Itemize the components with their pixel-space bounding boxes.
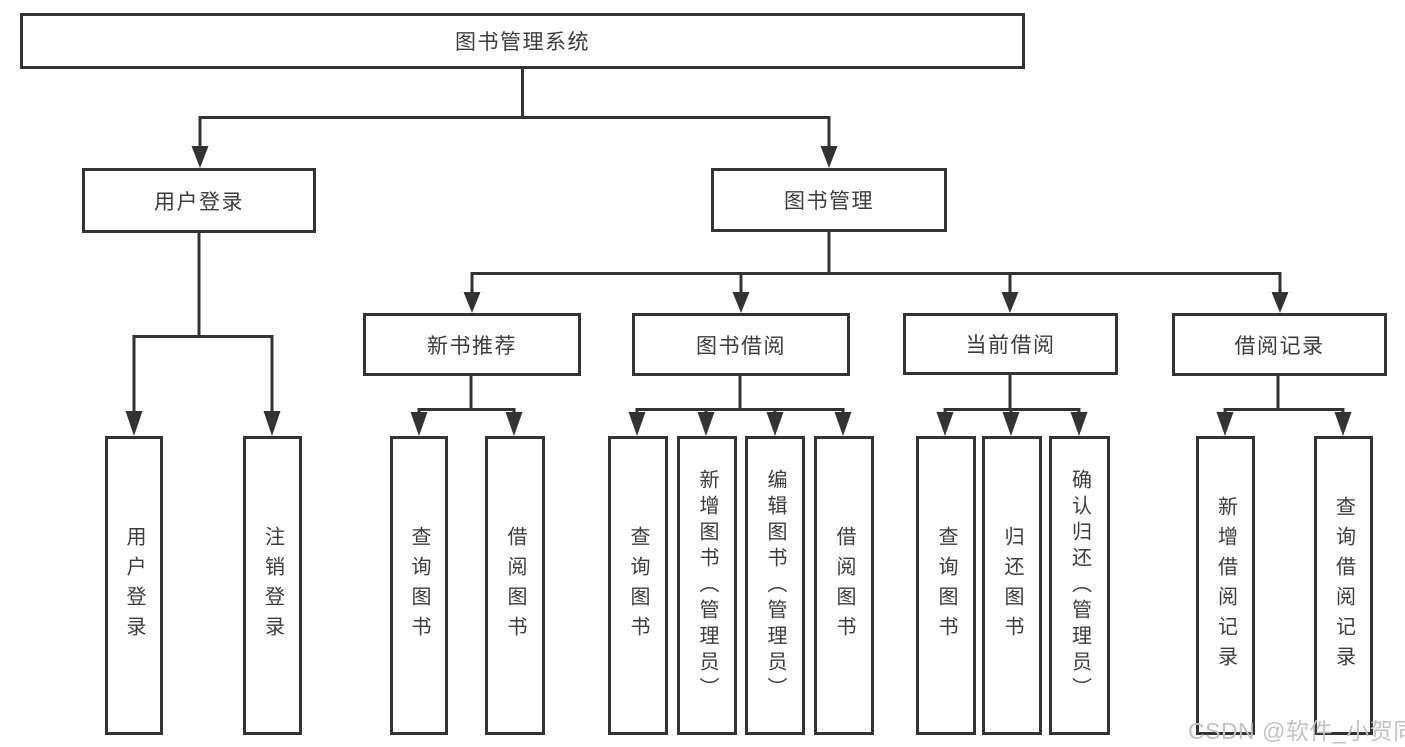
node-user-login-branch-label: 用户登录 <box>154 190 244 214</box>
connector-management-to-level3 <box>470 232 1282 294</box>
leaf-borrow-books-borrow-label: 借阅图书 <box>833 525 855 646</box>
leaf-query-books-current: 查询图书 <box>916 436 976 735</box>
leaf-add-books-admin-label: 新增图书（管理员） <box>696 468 718 703</box>
leaf-user-login: 用户登录 <box>105 436 163 735</box>
leaf-return-books: 归还图书 <box>982 436 1042 735</box>
leaf-query-books-recommend: 查询图书 <box>390 436 448 735</box>
leaf-confirm-return-admin-label: 确认归还（管理员） <box>1068 468 1091 703</box>
node-current-borrow: 当前借阅 <box>903 313 1118 375</box>
node-book-management: 图书管理 <box>711 168 947 232</box>
node-book-management-label: 图书管理 <box>784 190 874 213</box>
leaf-query-borrow-record: 查询借阅记录 <box>1314 436 1373 735</box>
leaf-add-books-admin: 新增图书（管理员） <box>677 436 737 735</box>
arrowheads-leaves <box>125 411 1352 436</box>
leaf-confirm-return-admin: 确认归还（管理员） <box>1049 436 1110 735</box>
watermark-text: CSDN @软件_小贺同学 <box>1188 718 1405 744</box>
connector-root-to-level2 <box>198 69 831 147</box>
node-borrow-records-label: 借阅记录 <box>1234 334 1325 358</box>
leaf-borrow-books-recommend-label: 借阅图书 <box>504 525 526 646</box>
node-borrow-records: 借阅记录 <box>1172 313 1387 376</box>
leaf-edit-books-admin-label: 编辑图书（管理员） <box>764 468 786 703</box>
leaf-logout-login: 注销登录 <box>243 436 302 735</box>
connector-current-to-leaves <box>943 375 1081 412</box>
node-user-login-branch: 用户登录 <box>82 168 316 233</box>
leaf-query-books-borrow-label: 查询图书 <box>627 525 649 646</box>
leaf-borrow-books-borrow: 借阅图书 <box>814 436 874 735</box>
leaf-query-books-recommend-label: 查询图书 <box>408 525 430 646</box>
connector-recommend-to-leaves <box>417 376 516 412</box>
node-new-book-recommend: 新书推荐 <box>363 313 581 376</box>
arrowheads-level3 <box>463 292 1289 313</box>
connector-borrow-to-leaves <box>635 376 845 412</box>
node-root: 图书管理系统 <box>20 13 1025 69</box>
leaf-user-login-label: 用户登录 <box>123 525 145 646</box>
node-book-borrow-label: 图书借阅 <box>696 334 786 358</box>
leaf-logout-login-label: 注销登录 <box>261 525 284 646</box>
node-new-book-recommend-label: 新书推荐 <box>427 334 517 358</box>
node-current-borrow-label: 当前借阅 <box>965 334 1056 357</box>
node-book-borrow: 图书借阅 <box>632 313 850 376</box>
leaf-add-borrow-record-label: 新增借阅记录 <box>1214 495 1237 676</box>
leaf-query-books-current-label: 查询图书 <box>935 525 957 646</box>
leaf-query-borrow-record-label: 查询借阅记录 <box>1332 495 1355 676</box>
connector-records-to-leaves <box>1223 376 1345 412</box>
node-root-label: 图书管理系统 <box>455 31 590 54</box>
connector-login-to-leaves <box>132 233 274 412</box>
arrowheads-level2 <box>191 146 838 168</box>
leaf-query-books-borrow: 查询图书 <box>608 436 668 735</box>
leaf-borrow-books-recommend: 借阅图书 <box>485 436 545 735</box>
leaf-return-books-label: 归还图书 <box>1001 525 1023 646</box>
leaf-add-borrow-record: 新增借阅记录 <box>1196 436 1255 735</box>
leaf-edit-books-admin: 编辑图书（管理员） <box>745 436 805 735</box>
